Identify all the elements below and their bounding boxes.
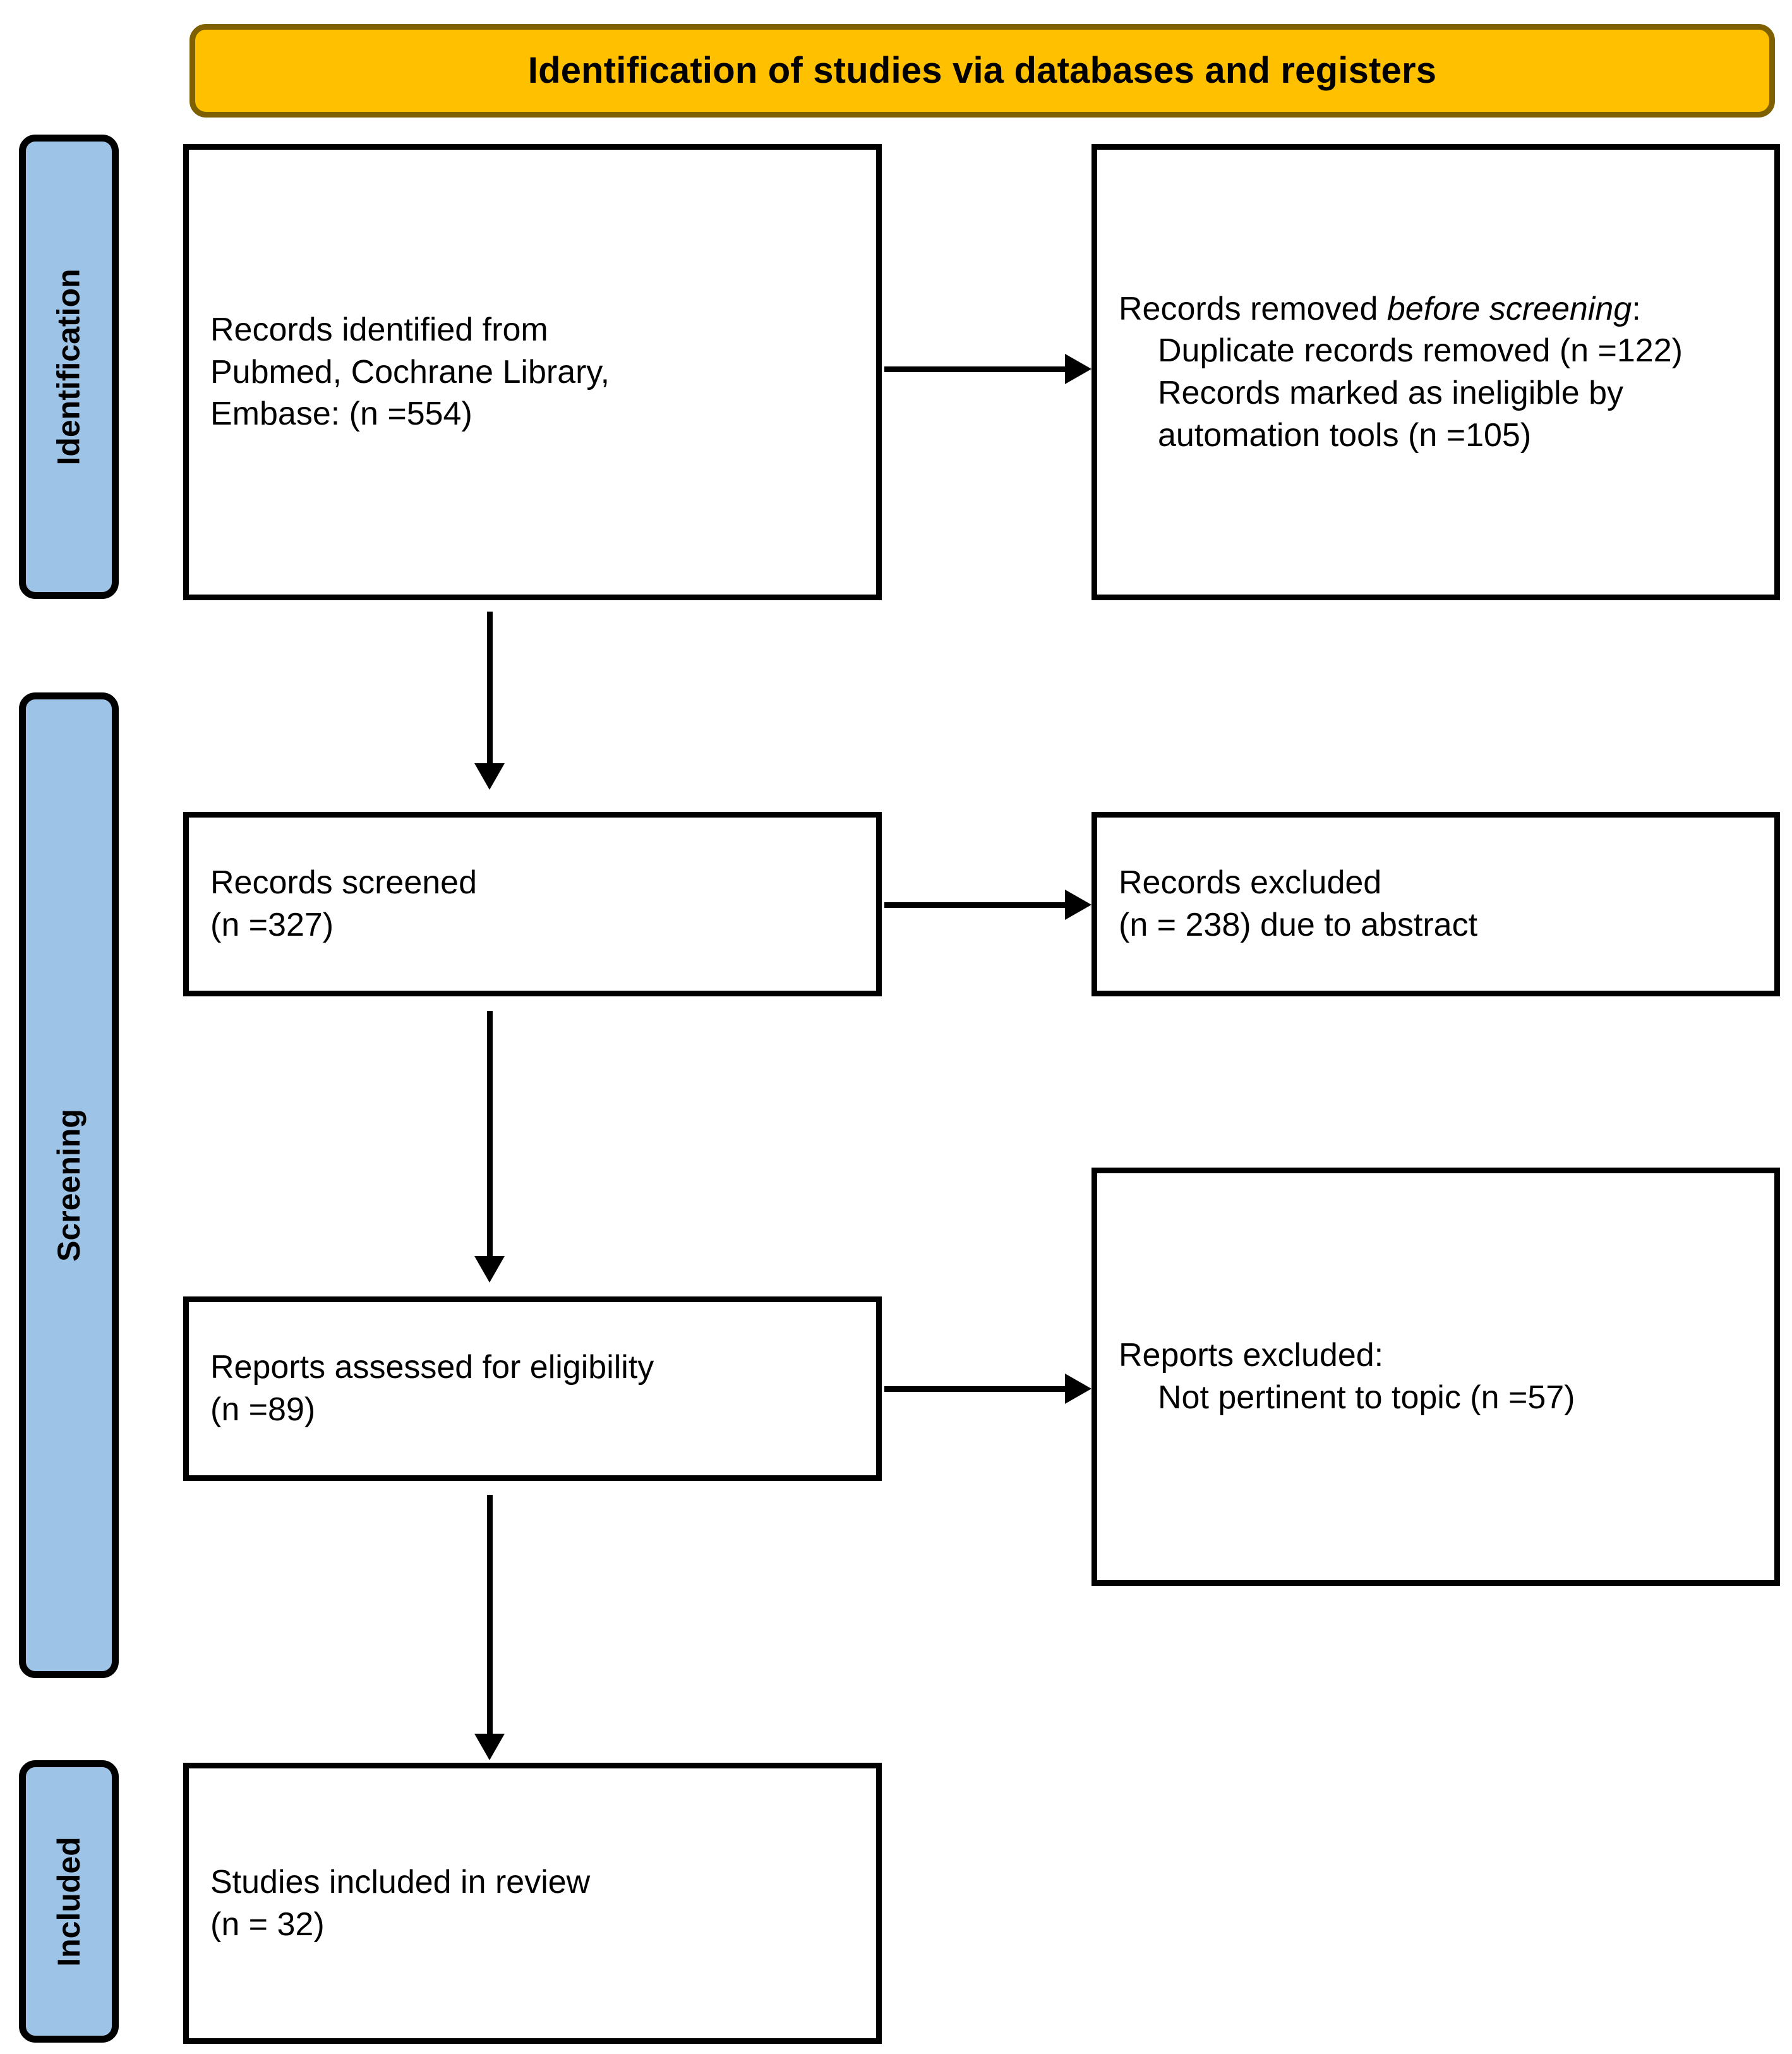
- arrow-stem: [487, 1011, 493, 1256]
- stage-label-screening-text: Screening: [51, 1109, 87, 1262]
- box-records-screened: Records screened (n =327): [183, 812, 882, 996]
- records-excluded-line-1: Records excluded: [1119, 864, 1382, 902]
- records-removed-lead-colon: :: [1632, 290, 1641, 327]
- arrow-head-right-icon: [1065, 890, 1091, 920]
- box-records-removed: Records removed before screening: Duplic…: [1091, 144, 1780, 600]
- records-excluded-line-2: (n = 238) due to abstract: [1119, 907, 1478, 943]
- box-records-removed-text: Records removed before screening: Duplic…: [1097, 288, 1774, 456]
- box-reports-assessed-text: Reports assessed for eligibility (n =89): [189, 1346, 675, 1430]
- box-reports-excluded: Reports excluded: Not pertinent to topic…: [1091, 1168, 1780, 1586]
- stage-label-identification-text: Identification: [51, 268, 87, 466]
- arrow-stem: [487, 612, 493, 763]
- stage-label-identification: Identification: [19, 135, 119, 599]
- arrow-head-right-icon: [1065, 354, 1091, 384]
- records-screened-line-1: Records screened: [210, 864, 477, 902]
- banner-identification-header: Identification of studies via databases …: [189, 24, 1775, 118]
- stage-label-included: Included: [19, 1760, 119, 2043]
- box-records-identified-text: Records identified from Pubmed, Cochrane…: [189, 309, 631, 435]
- box-reports-assessed-for-eligibility: Reports assessed for eligibility (n =89): [183, 1296, 882, 1481]
- arrow-stem: [487, 1495, 493, 1734]
- reports-excluded-line-1: Reports excluded:: [1119, 1337, 1384, 1374]
- records-removed-lead-italic: before screening: [1386, 290, 1632, 327]
- reports-excluded-item-not-pertinent: Not pertinent to topic (n =57): [1158, 1379, 1575, 1416]
- arrow-stem: [884, 1386, 1065, 1392]
- arrow-head-down-icon: [474, 1256, 505, 1283]
- stage-label-included-text: Included: [51, 1836, 87, 1967]
- records-screened-line-2: (n =327): [210, 907, 334, 943]
- eligibility-line-1: Reports assessed for eligibility: [210, 1349, 654, 1386]
- arrow-stem: [884, 902, 1065, 908]
- records-identified-line-3: Embase: (n =554): [210, 396, 472, 433]
- arrow-stem: [884, 366, 1065, 372]
- arrow-head-down-icon: [474, 1734, 505, 1760]
- records-removed-item-automation: Records marked as ineligible by automati…: [1158, 375, 1633, 454]
- arrow-head-right-icon: [1065, 1374, 1091, 1404]
- banner-title: Identification of studies via databases …: [527, 50, 1437, 92]
- studies-included-line-1: Studies included in review: [210, 1863, 591, 1900]
- box-reports-excluded-text: Reports excluded: Not pertinent to topic…: [1097, 1334, 1597, 1418]
- studies-included-line-2: (n = 32): [210, 1906, 325, 1943]
- box-records-identified: Records identified from Pubmed, Cochrane…: [183, 144, 882, 600]
- box-records-excluded: Records excluded (n = 238) due to abstra…: [1091, 812, 1780, 996]
- eligibility-line-2: (n =89): [210, 1391, 316, 1428]
- box-studies-included: Studies included in review (n = 32): [183, 1763, 882, 2044]
- stage-label-screening: Screening: [19, 692, 119, 1678]
- arrow-head-down-icon: [474, 763, 505, 790]
- box-records-screened-text: Records screened (n =327): [189, 862, 498, 946]
- records-identified-line-1: Records identified from: [210, 311, 548, 349]
- box-studies-included-text: Studies included in review (n = 32): [189, 1861, 611, 1945]
- records-removed-item-duplicates: Duplicate records removed (n =122): [1158, 332, 1683, 370]
- box-records-excluded-text: Records excluded (n = 238) due to abstra…: [1097, 862, 1499, 946]
- records-removed-lead-plain: Records removed: [1119, 290, 1387, 327]
- records-identified-line-2: Pubmed, Cochrane Library,: [210, 353, 610, 390]
